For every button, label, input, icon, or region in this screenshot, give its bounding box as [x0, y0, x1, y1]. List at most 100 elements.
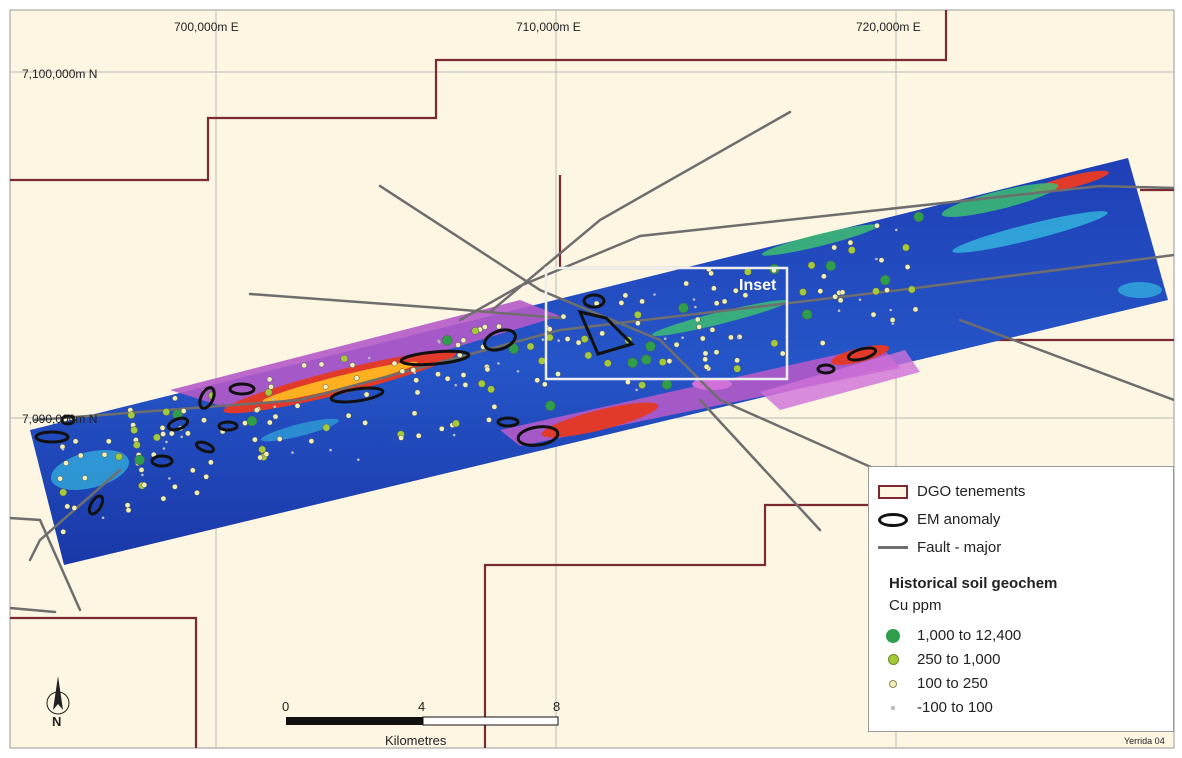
class-1-dot-icon [886, 628, 900, 643]
soil-sample-dot [272, 398, 275, 401]
soil-sample-dot [484, 366, 491, 373]
soil-sample-dot [410, 367, 417, 373]
soil-sample-dot [653, 293, 656, 296]
soil-sample-dot [266, 419, 273, 426]
soil-sample-dot [742, 292, 749, 299]
northing-label-7090000: 7,090,000m N [22, 412, 97, 426]
soil-sample-dot [799, 288, 807, 296]
soil-sample-dot [189, 467, 196, 474]
scale-tick-4: 4 [418, 699, 425, 714]
scale-bar-white-segment [422, 716, 559, 726]
soil-sample-dot [72, 438, 79, 445]
soil-sample-dot [560, 313, 567, 320]
soil-sample-dot [831, 244, 838, 251]
soil-sample-dot [534, 377, 541, 384]
soil-sample-dot [61, 448, 65, 451]
soil-sample-dot [411, 410, 418, 417]
soil-sample-dot [640, 354, 652, 365]
class-4-dot-icon [891, 705, 895, 710]
soil-sample-dot [645, 341, 656, 352]
soil-sample-dot [246, 415, 258, 427]
soil-sample-dot [779, 350, 786, 357]
soil-sample-dot [486, 417, 492, 423]
soil-sample-dot [661, 379, 673, 390]
soil-sample-dot [491, 403, 498, 410]
soil-sample-dot [272, 413, 279, 420]
soil-sample-dot [627, 357, 638, 368]
soil-sample-dot [172, 395, 178, 402]
soil-sample-dot [159, 425, 166, 431]
soil-sample-dot [363, 391, 370, 398]
soil-sample-dot [101, 451, 108, 458]
soil-sample-dot [357, 458, 360, 462]
soil-sample-dot [858, 298, 862, 302]
soil-sample-dot [541, 381, 548, 388]
soil-sample-dot [203, 473, 210, 480]
em-anomalies [34, 293, 878, 516]
legend-row-class-3: 100 to 250 [869, 675, 988, 692]
easting-label-720000: 720,000m E [856, 20, 921, 34]
soil-sample-dot [847, 246, 856, 254]
scale-bar: 0 4 8 Kilometres [282, 699, 560, 748]
soil-sample-dot [477, 379, 486, 388]
soil-sample-dot [801, 309, 813, 320]
soil-sample-dot [471, 327, 480, 335]
soil-sample-dot [160, 495, 167, 502]
soil-sample-dot [162, 447, 166, 450]
soil-sample-dot [460, 372, 467, 378]
soil-sample-dot [912, 306, 919, 313]
soil-sample-dot [879, 274, 891, 286]
soil-sample-dot [681, 336, 684, 340]
soil-sample-dot [874, 222, 880, 229]
soil-sample-dot [557, 339, 560, 342]
soil-sample-dot [618, 300, 625, 306]
soil-sample-dot [555, 371, 561, 377]
soil-sample-dot [895, 228, 898, 232]
soil-sample-dot [832, 293, 838, 300]
soil-sample-dot [413, 371, 417, 375]
soil-sample-dot [633, 310, 642, 319]
soil-sample-dot [872, 287, 880, 296]
inset-label: Inset [739, 277, 777, 294]
soil-sample-dot [130, 426, 138, 434]
north-arrow: N [46, 676, 70, 729]
soil-sample-dot [673, 341, 680, 348]
soil-sample-dot [702, 356, 709, 363]
soil-sample-dot [329, 448, 332, 452]
soil-sample-dot [442, 335, 453, 346]
soil-sample-dot [415, 432, 422, 439]
soil-sample-dot [638, 381, 646, 389]
soil-sample-dot [138, 467, 145, 473]
legend-row-class-1: 1,000 to 12,400 [869, 627, 1021, 644]
soil-sample-dot [308, 438, 315, 444]
soil-sample-dot [141, 473, 144, 477]
soil-sample-dot [435, 371, 441, 378]
tenement-swatch-icon [869, 484, 917, 499]
soil-sample-dot [257, 454, 264, 461]
soil-sample-dot [603, 359, 612, 368]
soil-sample-dot [709, 326, 716, 333]
soil-sample-dot [734, 357, 740, 364]
legend-em-label: EM anomaly [917, 511, 1001, 528]
soil-sample-dot [694, 305, 697, 309]
soil-sample-dot [162, 408, 171, 416]
soil-sample-dot [526, 342, 535, 351]
soil-sample-dot [301, 362, 307, 369]
figure-id: Yerrida 04 [1124, 736, 1165, 746]
soil-sample-dot [258, 445, 267, 454]
soil-sample-dot [732, 287, 739, 294]
class-3-dot-icon [889, 679, 897, 688]
soil-sample-dot [599, 330, 606, 337]
soil-sample-dot [391, 360, 398, 367]
easting-label-710000: 710,000m E [516, 20, 581, 34]
soil-sample-dot [263, 451, 270, 457]
soil-sample-dot [733, 364, 742, 373]
legend-fault-label: Fault - major [917, 539, 1002, 556]
soil-sample-dot [825, 260, 837, 272]
soil-sample-dot [516, 370, 520, 373]
soil-sample-dot [452, 419, 460, 428]
soil-sample-dot [721, 298, 728, 305]
soil-sample-dot [819, 340, 826, 346]
soil-sample-dot [545, 400, 556, 412]
soil-sample-dot [713, 300, 720, 307]
